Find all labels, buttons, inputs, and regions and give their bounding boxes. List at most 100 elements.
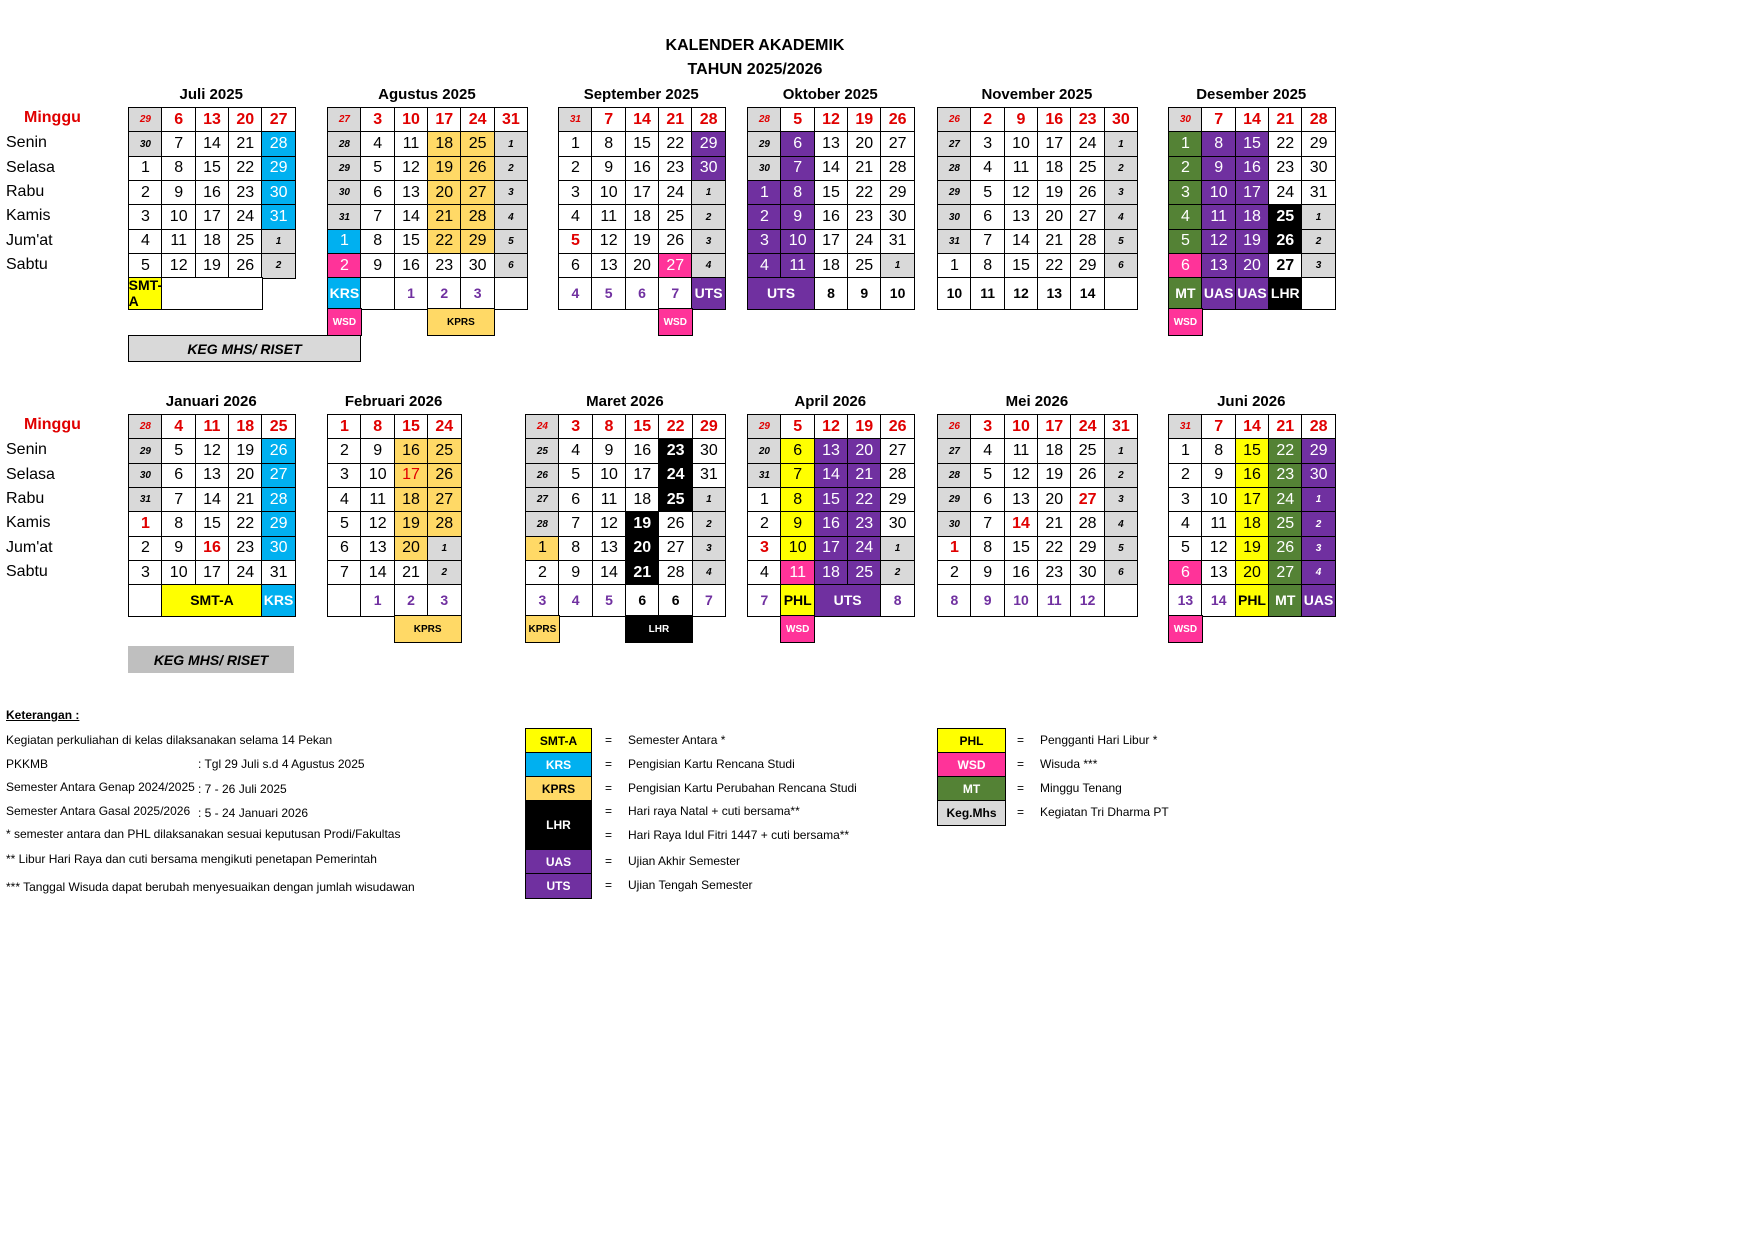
date-cell: 14 — [1234, 414, 1270, 440]
date-cell: 21 — [1036, 228, 1072, 255]
date-cell: 26 — [1267, 535, 1303, 562]
date-cell: 11 — [591, 486, 627, 513]
date-cell: 24 — [658, 462, 693, 489]
date-cell: 14 — [591, 559, 627, 586]
date-cell: 17 — [1036, 414, 1072, 440]
date-cell: 11 — [1201, 511, 1237, 537]
date-cell: 6 — [1103, 252, 1139, 279]
date-cell: 9 — [1201, 462, 1237, 489]
date-cell: 7 — [780, 462, 816, 489]
date-cell: 8 — [780, 486, 816, 513]
date-cell: 1 — [1168, 131, 1203, 158]
week-cell: 3 — [460, 277, 495, 310]
date-cell: 23 — [1267, 155, 1303, 182]
date-cell: 14 — [393, 204, 429, 230]
date-cell: 30 — [128, 462, 163, 489]
date-cell: 4 — [128, 228, 163, 255]
week-cell — [161, 277, 263, 310]
date-cell: 4 — [691, 252, 726, 279]
date-cell: 28 — [1301, 107, 1336, 133]
date-cell: 16 — [1234, 462, 1270, 489]
date-cell: 6 — [161, 107, 197, 133]
date-cell: 1 — [880, 252, 915, 279]
date-cell: 28 — [1070, 511, 1105, 537]
date-cell: 18 — [426, 131, 462, 158]
date-cell: 24 — [1070, 414, 1105, 440]
legend-title: Keterangan : — [6, 708, 80, 722]
legend-description: Ujian Akhir Semester — [628, 854, 741, 868]
date-cell: 19 — [1036, 462, 1072, 489]
week-cell: 11 — [970, 277, 1006, 310]
date-cell: 25 — [846, 252, 882, 279]
date-cell: 22 — [846, 179, 882, 206]
date-cell: 24 — [846, 228, 882, 255]
date-cell: 30 — [880, 511, 915, 537]
legend-equals: = — [605, 828, 613, 842]
date-cell: 9 — [161, 535, 197, 562]
date-cell: 30 — [691, 155, 726, 182]
date-cell: 20 — [1036, 204, 1072, 230]
date-cell: 29 — [327, 155, 362, 182]
date-cell: 1 — [1168, 438, 1203, 465]
date-cell: 17 — [426, 107, 462, 133]
date-cell: 16 — [1003, 559, 1039, 586]
week-cell: KRS — [261, 584, 296, 617]
legend-kegmhs-swatch: Keg.Mhs — [937, 800, 1006, 826]
month-title: Juni 2026 — [1217, 393, 1286, 410]
date-cell: 10 — [161, 204, 197, 230]
date-cell: 6 — [780, 438, 816, 465]
date-cell: 2 — [327, 252, 362, 279]
month-title: April 2026 — [794, 393, 867, 410]
date-cell: 29 — [691, 131, 726, 158]
date-cell: 19 — [194, 252, 230, 279]
legend-krs-swatch: KRS — [525, 752, 592, 778]
date-cell: 27 — [1070, 486, 1105, 513]
date-cell: 22 — [227, 155, 263, 182]
legend-kprs-swatch: KPRS — [525, 776, 592, 802]
date-cell: 1 — [128, 511, 163, 537]
date-cell: 13 — [1201, 252, 1237, 279]
date-cell: 6 — [558, 252, 593, 279]
date-cell: 24 — [227, 559, 263, 586]
date-cell: 30 — [460, 252, 495, 279]
legend-description: Kegiatan Tri Dharma PT — [1040, 805, 1169, 819]
title-line-1: KALENDER AKADEMIK — [665, 37, 845, 54]
date-cell: 27 — [327, 107, 362, 133]
date-cell: 26 — [658, 511, 693, 537]
day-label-minggu: Minggu — [24, 109, 81, 126]
date-cell: 11 — [194, 414, 230, 440]
week-cell: 6 — [624, 277, 660, 310]
date-cell: 8 — [558, 535, 594, 562]
date-cell: 30 — [1103, 107, 1139, 133]
date-cell: 24 — [846, 535, 882, 562]
date-cell: 29 — [747, 131, 782, 158]
date-cell: 26 — [880, 414, 915, 440]
date-cell: 22 — [658, 414, 693, 440]
date-cell: 1 — [426, 535, 462, 562]
date-cell: 19 — [846, 414, 882, 440]
date-cell: 17 — [813, 228, 849, 255]
legend-equals: = — [605, 878, 613, 892]
date-cell: 31 — [493, 107, 529, 133]
date-cell: 28 — [880, 462, 915, 489]
date-cell: 3 — [1103, 179, 1139, 206]
date-cell: 2 — [1103, 462, 1139, 489]
date-cell: 3 — [1168, 179, 1203, 206]
date-cell: 1 — [558, 131, 593, 158]
date-cell: 6 — [970, 204, 1006, 230]
date-cell: 21 — [1267, 107, 1303, 133]
week-cell: 9 — [846, 277, 882, 310]
legend-description: Semester Antara * — [628, 733, 726, 747]
week-cell: SMT-A — [161, 584, 263, 617]
week-cell: KRS — [327, 277, 362, 310]
date-cell: 14 — [360, 559, 396, 586]
month-title: September 2025 — [583, 86, 699, 103]
date-cell: 1 — [327, 414, 362, 440]
date-cell: 5 — [493, 228, 529, 255]
date-cell: 9 — [591, 155, 627, 182]
date-cell: 21 — [393, 559, 429, 586]
date-cell: 25 — [1267, 204, 1303, 230]
date-cell: 20 — [1234, 559, 1270, 586]
date-cell: 19 — [1234, 228, 1270, 255]
week-cell: 11 — [1036, 584, 1072, 617]
